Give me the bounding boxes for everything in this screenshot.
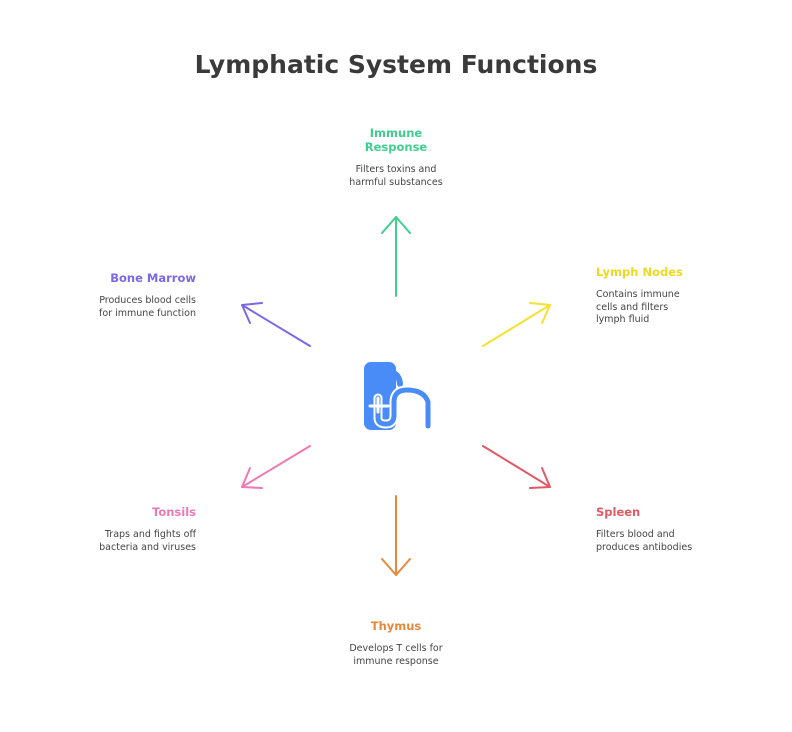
node-description: Contains immune cells and filters lymph … (596, 289, 680, 325)
node-title: Lymph Nodes (596, 265, 683, 279)
arrow-immune-response (381, 216, 411, 297)
node-title: Thymus (370, 619, 422, 633)
arrow-bone-marrow (241, 302, 311, 347)
node-bone-marrow: Bone Marrow Produces blood cells for imm… (46, 271, 196, 320)
node-description: Filters toxins and harmful substances (349, 164, 443, 188)
arrow-thymus (381, 495, 411, 576)
arrow-lymph-nodes (482, 302, 551, 347)
arrow-tonsils (241, 445, 311, 489)
node-description: Develops T cells for immune response (349, 643, 443, 667)
node-title: Spleen (596, 505, 641, 519)
arrow-spleen (482, 445, 551, 489)
node-title: Tonsils (152, 505, 196, 519)
node-tonsils: Tonsils Traps and fights off bacteria an… (46, 505, 196, 554)
node-title: Bone Marrow (110, 271, 196, 285)
lymphatic-organ-icon (364, 362, 433, 431)
diagram-title: Lymphatic System Functions (194, 50, 598, 79)
node-description: Traps and fights off bacteria and viruse… (99, 529, 196, 553)
node-description: Produces blood cells for immune function (99, 295, 196, 319)
node-spleen: Spleen Filters blood and produces antibo… (596, 505, 746, 554)
node-thymus: Thymus Develops T cells for immune respo… (316, 619, 476, 668)
node-immune-response: Immune Response Filters toxins and harmf… (316, 126, 476, 189)
node-description: Filters blood and produces antibodies (596, 529, 693, 553)
node-lymph-nodes: Lymph Nodes Contains immune cells and fi… (596, 265, 746, 327)
node-title: Immune Response (364, 126, 428, 154)
